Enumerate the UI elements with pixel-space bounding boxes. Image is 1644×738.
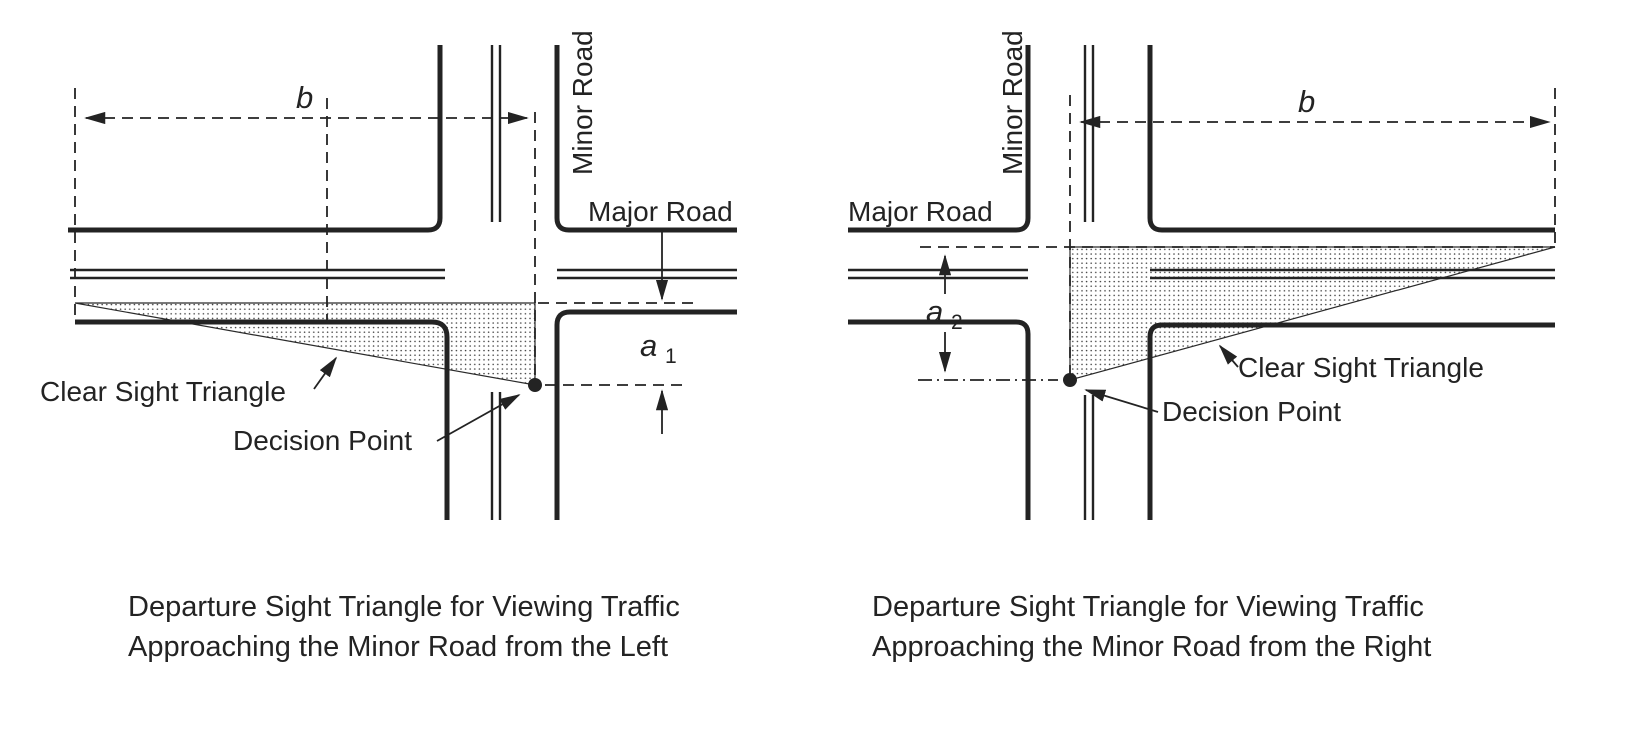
a2-letter: a xyxy=(926,294,943,329)
road-centerlines xyxy=(848,45,1555,520)
caption-line-1: Departure Sight Triangle for Viewing Tra… xyxy=(128,591,680,623)
clear-sight-triangle-leader-arrow xyxy=(1218,344,1239,368)
decision-point-dot xyxy=(1063,373,1077,387)
caption-line-1: Departure Sight Triangle for Viewing Tra… xyxy=(872,591,1424,623)
decision-point-leader-arrow xyxy=(1084,389,1159,413)
left-diagram: Minor Road Major Road b a 1 Clear Sight … xyxy=(40,30,737,663)
a1-dimension-label: a 1 xyxy=(640,328,677,368)
major-road-label: Major Road xyxy=(588,196,733,227)
construction-lines xyxy=(74,88,700,386)
b-dimension-label: b xyxy=(296,80,313,115)
minor-road-label: Minor Road xyxy=(997,30,1028,175)
road-centerlines xyxy=(70,45,737,520)
clear-sight-triangle-label: Clear Sight Triangle xyxy=(40,376,286,407)
clear-sight-triangle-leader-arrow xyxy=(313,356,338,390)
road-edges xyxy=(68,45,737,520)
construction-lines xyxy=(920,88,1556,378)
decision-point-label: Decision Point xyxy=(233,425,412,456)
a2-dimension-label: a 2 xyxy=(926,294,963,334)
road-edges xyxy=(848,45,1555,520)
a1-letter: a xyxy=(640,328,657,363)
a1-subscript: 1 xyxy=(665,345,677,368)
major-road-label: Major Road xyxy=(848,196,993,227)
minor-road-label: Minor Road xyxy=(567,30,598,175)
decision-point-dot xyxy=(528,378,542,392)
decision-point-leader-arrow xyxy=(436,394,521,442)
b-dimension-label: b xyxy=(1298,84,1315,119)
caption-line-2: Approaching the Minor Road from the Left xyxy=(128,631,668,663)
decision-point-label: Decision Point xyxy=(1162,396,1341,427)
clear-sight-triangle-label: Clear Sight Triangle xyxy=(1238,352,1484,383)
clear-sight-triangle-area xyxy=(74,302,536,386)
caption-line-2: Approaching the Minor Road from the Righ… xyxy=(872,631,1431,663)
right-diagram: Minor Road Major Road b a 2 Clear Sight … xyxy=(848,30,1556,663)
a2-subscript: 2 xyxy=(951,311,963,334)
